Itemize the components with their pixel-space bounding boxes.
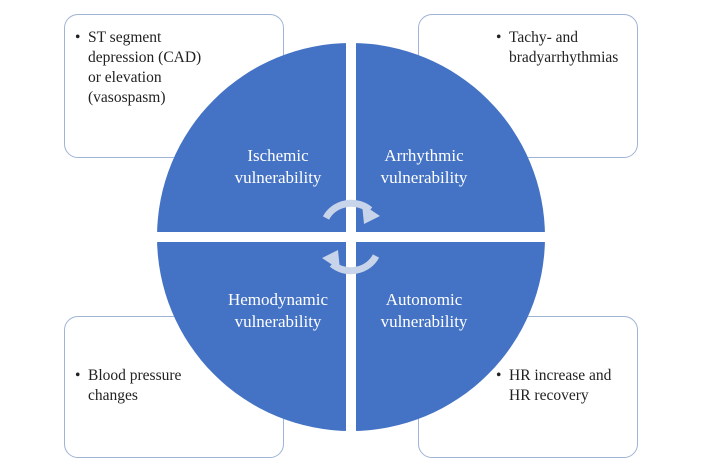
- note-line: (vasospasm): [88, 89, 166, 106]
- quadrant-label-line: Hemodynamic: [227, 290, 329, 309]
- note-line: HR increase and: [509, 367, 612, 384]
- quadrant-autonomic: [351, 237, 545, 431]
- quadrant-label-line: vulnerability: [380, 168, 468, 187]
- quadrant-label-line: Autonomic: [385, 290, 463, 309]
- quadrant-label-line: vulnerability: [234, 168, 322, 187]
- note-line: or elevation: [88, 69, 162, 86]
- quadrant-label-line: Arrhythmic: [384, 146, 464, 165]
- cycle-arrows-icon: [322, 199, 380, 275]
- note-text-ischemic: • ST segment depression (CAD) or elevati…: [75, 28, 202, 108]
- quadrant-hemodynamic: [157, 237, 351, 431]
- quadrant-label-line: vulnerability: [234, 312, 322, 331]
- note-line: changes: [88, 387, 138, 404]
- note-line: depression (CAD): [88, 49, 202, 66]
- note-line: Tachy- and: [509, 29, 579, 46]
- quadrant-arrhythmic: [351, 43, 545, 237]
- divider-horizontal: [150, 232, 552, 242]
- quadrant-label-hemodynamic: Hemodynamic vulnerability: [203, 289, 353, 333]
- note-line: bradyarrhythmias: [509, 49, 619, 66]
- note-text-hemodynamic: • Blood pressure changes: [75, 366, 182, 406]
- quadrant-label-autonomic: Autonomic vulnerability: [349, 289, 499, 333]
- quadrant-label-line: vulnerability: [380, 312, 468, 331]
- note-line: Blood pressure: [88, 367, 182, 384]
- note-line: HR recovery: [509, 387, 589, 404]
- quadrant-label-arrhythmic: Arrhythmic vulnerability: [349, 145, 499, 189]
- bullet-icon: •: [75, 29, 81, 46]
- quadrant-label-ischemic: Ischemic vulnerability: [203, 145, 353, 189]
- quadrant-label-line: Ischemic: [247, 146, 309, 165]
- note-text-autonomic: • HR increase and HR recovery: [496, 366, 612, 406]
- bullet-icon: •: [496, 29, 502, 46]
- note-text-arrhythmic: • Tachy- and bradyarrhythmias: [496, 28, 619, 68]
- bullet-icon: •: [496, 367, 502, 384]
- bullet-icon: •: [75, 367, 81, 384]
- note-line: ST segment: [88, 29, 162, 46]
- quadrant-ischemic: [157, 43, 351, 237]
